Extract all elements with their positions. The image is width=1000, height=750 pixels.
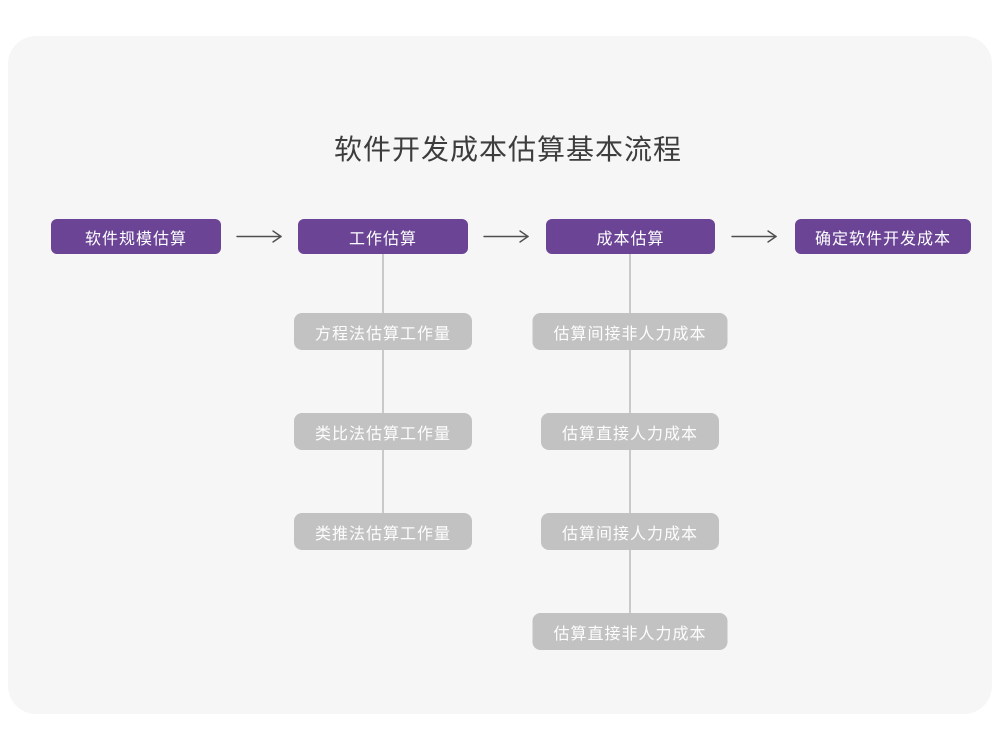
stage-node-work-estimation: 工作估算 (298, 219, 468, 254)
diagram-title: 软件开发成本估算基本流程 (333, 134, 682, 165)
arrow-right-icon (483, 230, 531, 243)
work-method-node-analogy: 类比法估算工作量 (293, 413, 473, 450)
work-method-node-equation: 方程法估算工作量 (293, 313, 473, 350)
stage-node-software-size-estimation: 软件规模估算 (51, 219, 221, 254)
cost-step-node-direct-labor: 估算直接人力成本 (540, 413, 720, 450)
flowchart-card: 软件开发成本估算基本流程 软件规模估算 工作估算 成本估算 确定软件开发成本 方… (8, 36, 992, 714)
cost-step-node-indirect-labor: 估算间接人力成本 (540, 513, 720, 550)
cost-step-node-indirect-nonlabor: 估算间接非人力成本 (532, 313, 728, 350)
stage-node-determine-dev-cost: 确定软件开发成本 (795, 219, 971, 254)
arrow-right-icon (731, 230, 779, 243)
cost-step-node-direct-nonlabor: 估算直接非人力成本 (532, 613, 728, 650)
work-method-node-extrapolation: 类推法估算工作量 (293, 513, 473, 550)
stage-node-cost-estimation: 成本估算 (546, 219, 715, 254)
arrow-right-icon (236, 230, 284, 243)
connector-line-work (382, 254, 384, 534)
